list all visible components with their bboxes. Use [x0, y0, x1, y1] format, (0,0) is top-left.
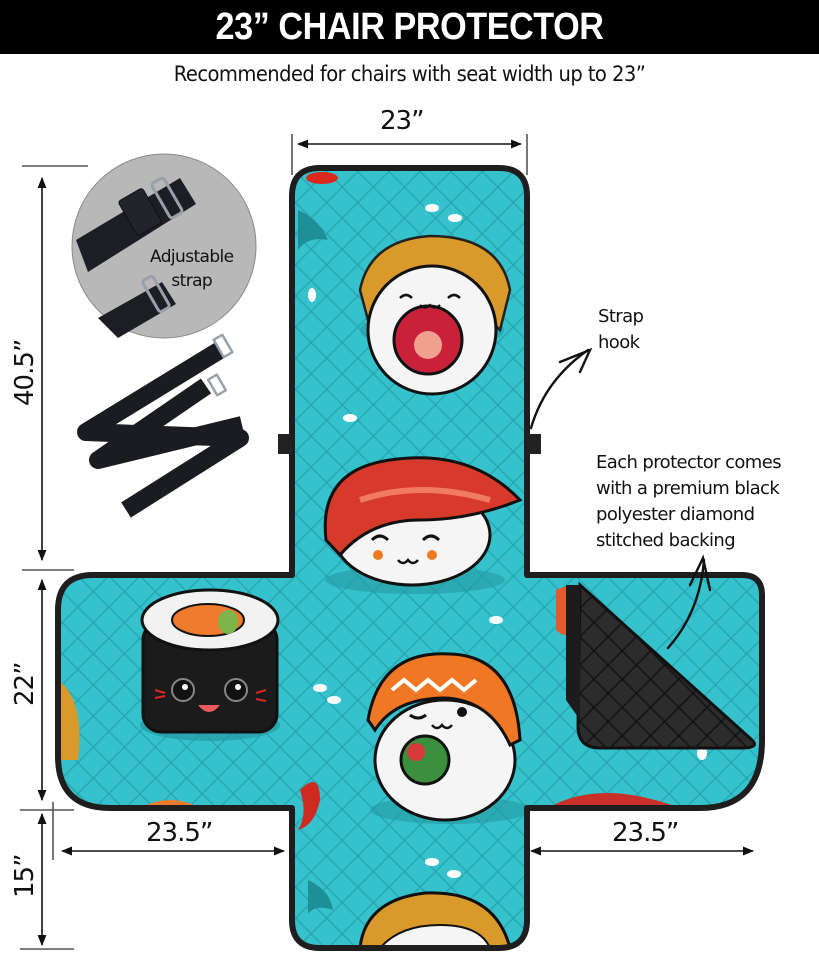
- maki-roll-icon: [140, 588, 280, 741]
- note-line: hook: [598, 332, 640, 353]
- note-line: strap: [171, 271, 213, 291]
- note-line: stitched backing: [596, 530, 736, 551]
- backing-flap: [576, 581, 756, 750]
- strap-hook-left: [278, 434, 292, 454]
- dim-front-flap: 15”: [10, 854, 40, 898]
- dimension-lines: [20, 134, 755, 950]
- sushi-roll-icon: [358, 234, 512, 396]
- subtitle: Recommended for chairs with seat width u…: [173, 62, 646, 86]
- dim-top-width: 23”: [380, 106, 425, 136]
- dim-left-arm: 23.5”: [146, 818, 213, 848]
- chair-cover: [55, 165, 765, 951]
- header-bar: 23” CHAIR PROTECTOR: [0, 0, 819, 54]
- nigiri-salmon-icon: [366, 652, 530, 824]
- loose-straps-icon: [77, 333, 249, 518]
- note-strap-hook: Strap hook: [598, 304, 644, 356]
- note-line: Adjustable: [150, 247, 234, 267]
- strap-hook-right: [527, 434, 541, 454]
- page-title: 23” CHAIR PROTECTOR: [215, 5, 604, 48]
- dim-back-height: 40.5”: [10, 339, 40, 406]
- callout-arrows: [529, 347, 712, 650]
- note-line: Strap: [598, 306, 644, 327]
- nigiri-tuna-icon: [323, 456, 523, 594]
- dim-seat-depth: 22”: [10, 662, 40, 706]
- note-adjustable-strap: Adjustable strap: [150, 245, 234, 293]
- adjustable-strap-inset: [71, 153, 257, 339]
- note-line: polyester diamond: [596, 504, 755, 525]
- nigiri-eel-icon: [358, 891, 512, 948]
- note-backing: Each protector comes with a premium blac…: [596, 450, 782, 554]
- dim-right-arm: 23.5”: [612, 818, 679, 848]
- note-line: Each protector comes: [596, 452, 782, 473]
- note-line: with a premium black: [596, 478, 780, 499]
